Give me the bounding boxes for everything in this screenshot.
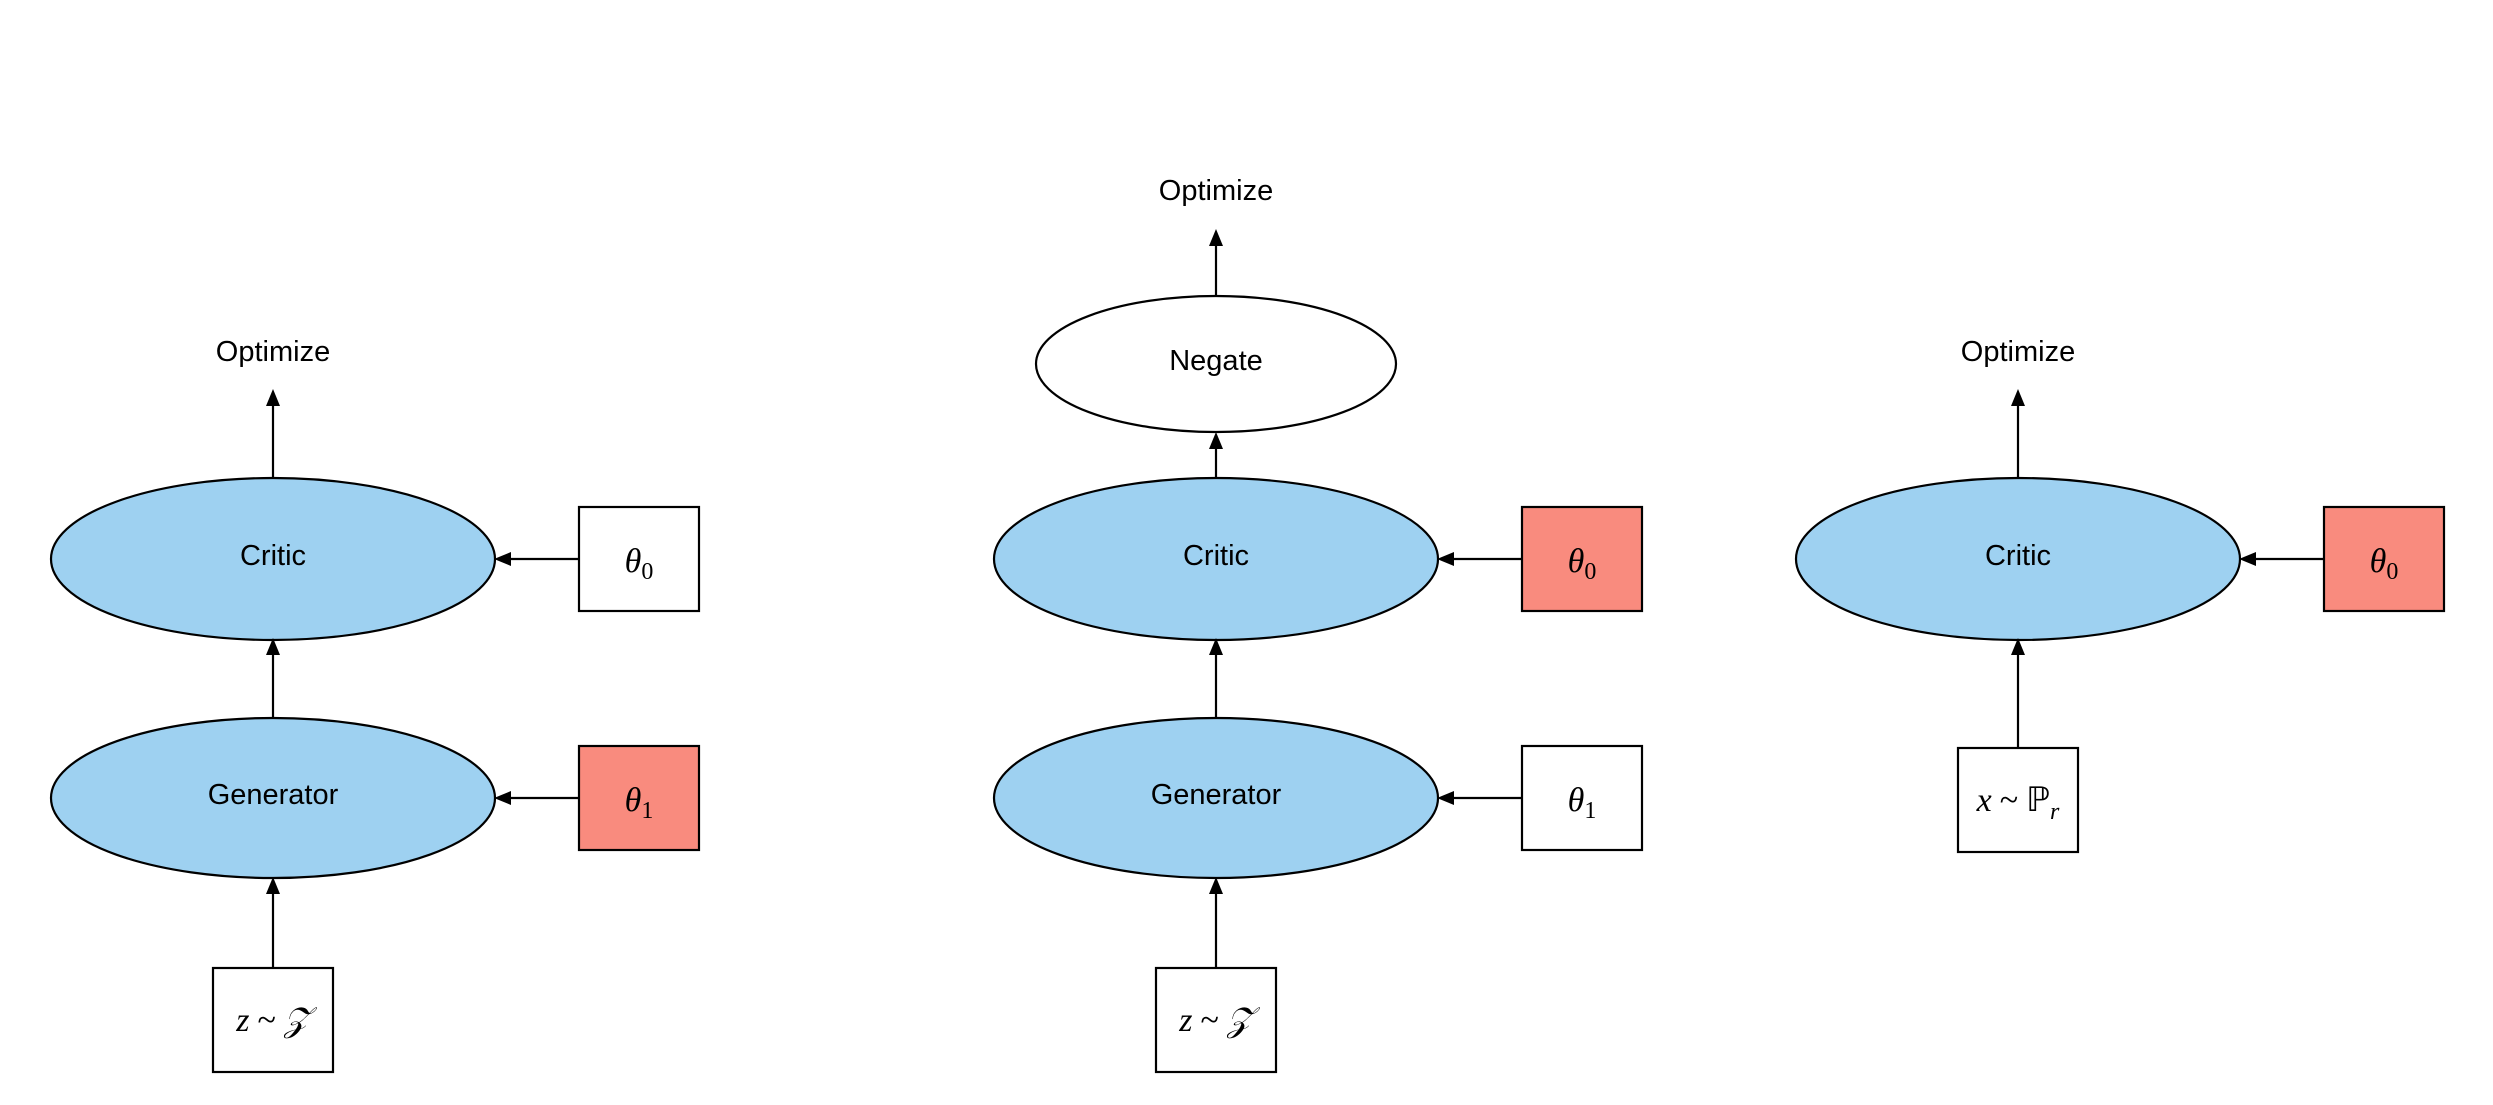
panel-1-optimize-label: Optimize [216, 336, 330, 368]
panel-2: Optimize Negate Critic θ0 Generator θ1 z… [992, 175, 1644, 1074]
panel-1-generator-label: Generator [208, 779, 339, 811]
panel-1-generator-param: θ1 [625, 782, 654, 824]
panel-2-optimize-label: Optimize [1159, 175, 1273, 207]
panel-1-critic-label: Critic [240, 540, 306, 572]
panel-1-arrowhead-generator [266, 877, 280, 894]
panel-2-critic-param-box [1520, 505, 1644, 613]
panel-1-critic-param: θ0 [625, 543, 654, 585]
panel-3-arrowhead-critic [2011, 638, 2025, 655]
panel-3-critic-label: Critic [1985, 540, 2051, 572]
panel-3-input-expression: x~ℙr [1976, 780, 2060, 825]
panel-1-arrowhead-critic [266, 638, 280, 655]
panel-2-arrowhead-optimize [1209, 229, 1223, 246]
panel-2-critic-param: θ0 [1568, 543, 1597, 585]
panel-3-arrowhead-optimize [2011, 389, 2025, 406]
panel-1-generator-param-box [577, 744, 701, 852]
panel-2-generator-param: θ1 [1568, 782, 1597, 824]
panel-1-arrowhead-param1 [494, 791, 511, 805]
panel-3: Optimize Critic θ0 x~ℙr [1794, 336, 2446, 854]
panel-2-negate-label: Negate [1169, 345, 1263, 377]
panel-3-critic-param-box [2322, 505, 2446, 613]
panel-1-input-box [211, 966, 335, 1074]
panel-2-input-box [1154, 966, 1278, 1074]
panel-1-arrowhead-param0 [494, 552, 511, 566]
panel-2-generator-label: Generator [1151, 779, 1282, 811]
panel-3-arrowhead-param0 [2239, 552, 2256, 566]
panel-2-arrowhead-negate [1209, 432, 1223, 449]
panel-2-arrowhead-param1 [1437, 791, 1454, 805]
panel-3-critic-param: θ0 [2370, 543, 2399, 585]
panel-1-arrowhead-optimize [266, 389, 280, 406]
panel-2-critic-label: Critic [1183, 540, 1249, 572]
panel-1-critic-param-box [577, 505, 701, 613]
panel-2-arrowhead-generator [1209, 877, 1223, 894]
panel-3-input-box [1956, 746, 2080, 854]
panel-1: Optimize Critic θ0 Generator θ1 z~𝒵 [49, 336, 701, 1074]
panel-2-arrowhead-critic [1209, 638, 1223, 655]
panel-2-generator-param-box [1520, 744, 1644, 852]
panel-2-arrowhead-param0 [1437, 552, 1454, 566]
panel-3-optimize-label: Optimize [1961, 336, 2075, 368]
